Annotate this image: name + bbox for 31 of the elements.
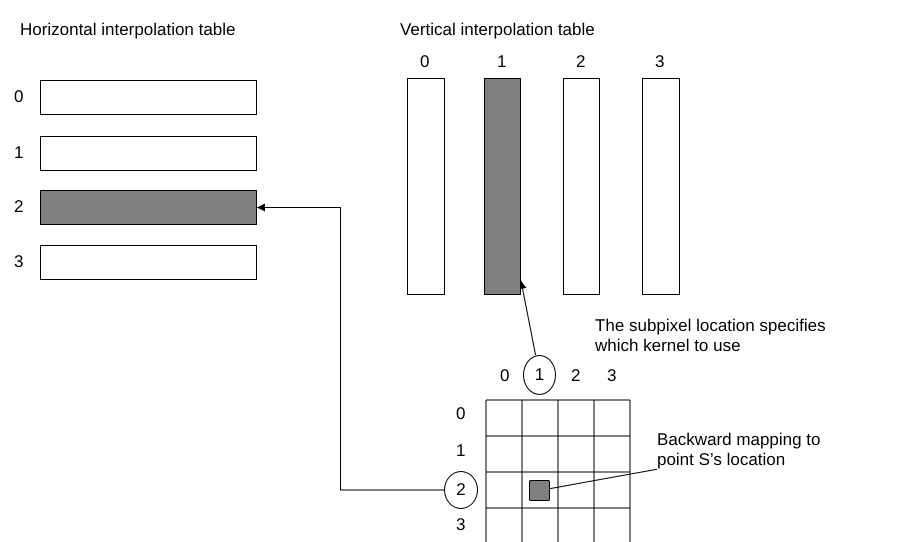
- arrow: [256, 204, 444, 490]
- table-row-bar: [40, 245, 257, 280]
- table-column-bar: [642, 78, 680, 295]
- row-number: 0: [456, 404, 466, 424]
- table-column-bar: [484, 78, 521, 295]
- note-text: The subpixel location specifies which kernel to use: [595, 316, 827, 356]
- index-number: 0: [14, 87, 24, 107]
- column-number: 2: [571, 366, 580, 386]
- circled-number: 1: [523, 355, 556, 395]
- table-column-bar: [563, 78, 600, 295]
- table-column-bar: [407, 78, 445, 295]
- column-number: 0: [500, 366, 510, 386]
- row-number: 1: [456, 441, 466, 461]
- index-number: 1: [497, 52, 506, 72]
- column-number: 3: [607, 366, 616, 386]
- index-number: 3: [655, 52, 664, 72]
- table-heading: Vertical interpolation table: [400, 20, 595, 40]
- circled-number: 2: [444, 471, 478, 509]
- index-number: 2: [576, 52, 586, 72]
- index-number: 1: [14, 143, 24, 163]
- index-number: 0: [420, 52, 430, 72]
- leader-line: [550, 468, 658, 490]
- table-row-bar: [40, 80, 257, 115]
- row-number: 3: [456, 515, 466, 535]
- sample-point-square: [529, 480, 550, 501]
- table-heading: Horizontal interpolation table: [20, 20, 236, 40]
- index-number: 3: [14, 252, 24, 272]
- callout-text: Backward mapping to point S’s location: [657, 430, 847, 474]
- table-row-bar: [40, 136, 257, 171]
- index-number: 2: [14, 197, 24, 217]
- table-row-bar: [40, 190, 257, 225]
